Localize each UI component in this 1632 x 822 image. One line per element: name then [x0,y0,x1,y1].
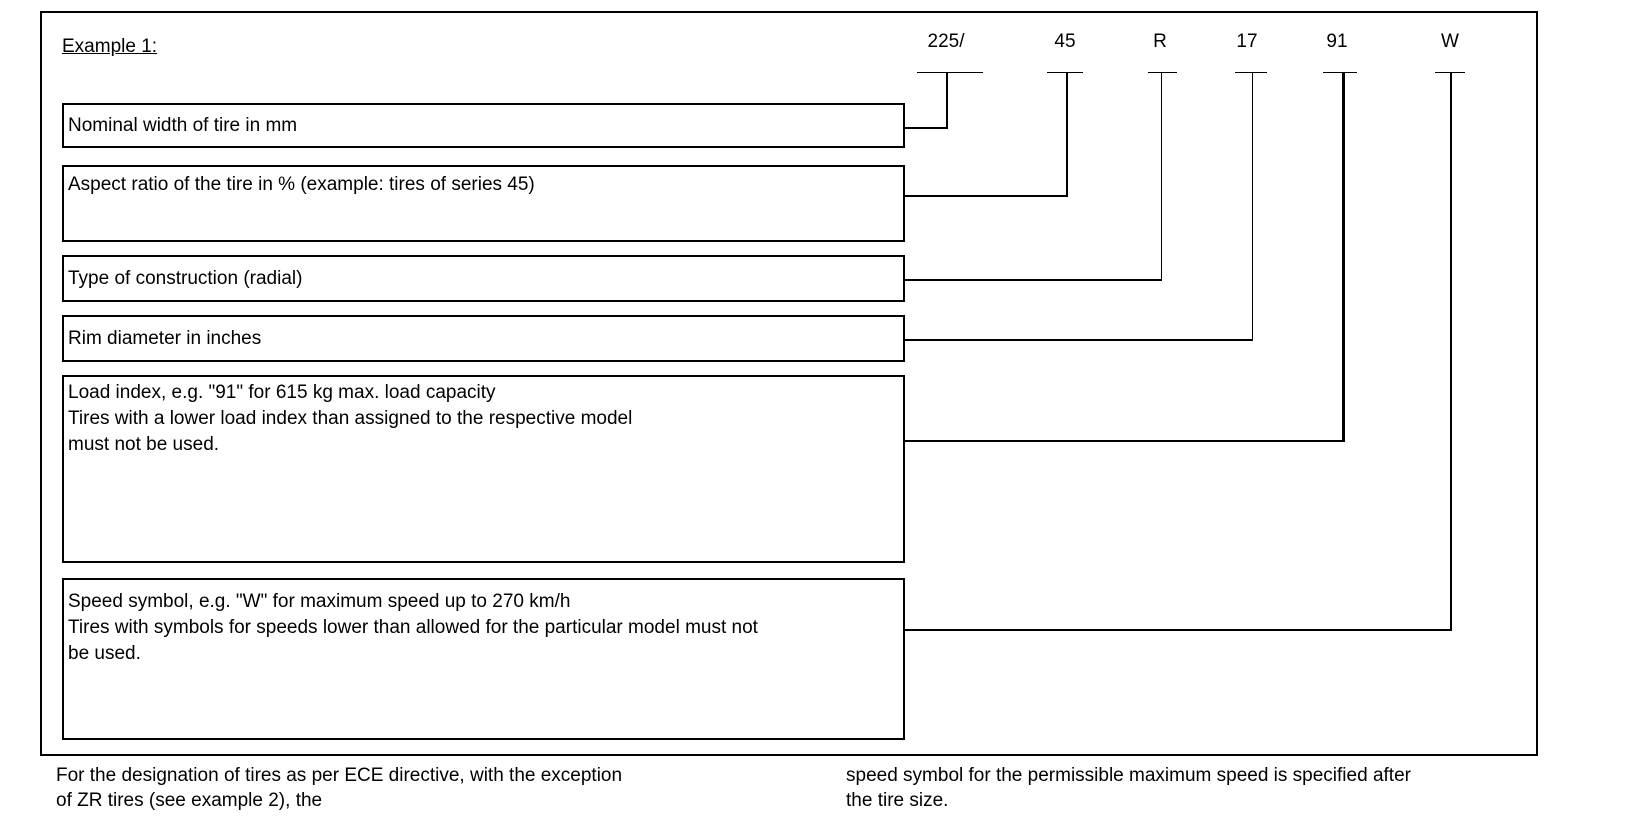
footnote-left: For the designation of tires as per ECE … [56,763,622,813]
box-line: Rim diameter in inches [68,327,262,349]
code-segment-load-index: 91 [1326,31,1348,52]
connector-line-construction [905,279,1162,281]
code-segment-speed-symbol: W [1441,31,1459,52]
box-line: must not be used. [68,434,220,455]
drop-line-aspect-ratio [1066,73,1068,197]
connector-line-load-index [905,440,1345,442]
box-line: Type of construction (radial) [68,267,303,289]
box-line: be used. [68,643,141,664]
footnote-line: the tire size. [846,790,949,811]
code-segment-rim-diameter: 17 [1236,31,1258,52]
tick-mark-rim-diameter [1235,72,1267,73]
box-line: Tires with a lower load index than assig… [68,408,633,429]
example-title: Example 1: [62,36,158,57]
label-box-load-index: Load index, e.g. "91" for 615 kg max. lo… [62,375,905,563]
drop-line-width [946,73,948,129]
tick-mark-construction [1148,72,1177,73]
label-box-aspect-ratio: Aspect ratio of the tire in % (example: … [62,165,905,242]
connector-line-aspect-ratio [905,195,1068,197]
footnote-line: of ZR tires (see example 2), the [56,790,323,811]
drop-line-rim-diameter [1252,73,1253,341]
code-segment-aspect-ratio: 45 [1054,31,1076,52]
tick-mark-width [917,72,983,73]
box-line: Tires with symbols for speeds lower than… [68,617,758,638]
tick-mark-load-index [1323,72,1357,73]
footnote-right: speed symbol for the permissible maximum… [846,763,1411,813]
drop-line-speed-symbol [1450,73,1452,631]
connector-line-width [905,127,948,129]
connector-line-rim-diameter [905,339,1253,341]
label-box-width: Nominal width of tire in mm [62,103,905,148]
connector-line-speed-symbol [905,629,1452,631]
box-line: Aspect ratio of the tire in % (example: … [68,174,535,195]
footnote-line: For the designation of tires as per ECE … [56,765,623,786]
code-segment-construction: R [1153,31,1167,52]
label-box-speed-symbol: Speed symbol, e.g. "W" for maximum speed… [62,578,905,740]
label-box-rim-diameter: Rim diameter in inches [62,315,905,362]
footnote-line: speed symbol for the permissible maximum… [846,765,1411,786]
tick-mark-speed-symbol [1435,72,1465,73]
drop-line-construction [1161,73,1162,281]
label-box-construction: Type of construction (radial) [62,255,905,302]
drop-line-load-index [1342,73,1345,442]
tick-mark-aspect-ratio [1047,72,1083,73]
box-line: Nominal width of tire in mm [68,114,298,136]
code-segment-width: 225/ [927,31,965,52]
box-line: Speed symbol, e.g. "W" for maximum speed… [68,591,571,612]
box-line: Load index, e.g. "91" for 615 kg max. lo… [68,382,496,403]
